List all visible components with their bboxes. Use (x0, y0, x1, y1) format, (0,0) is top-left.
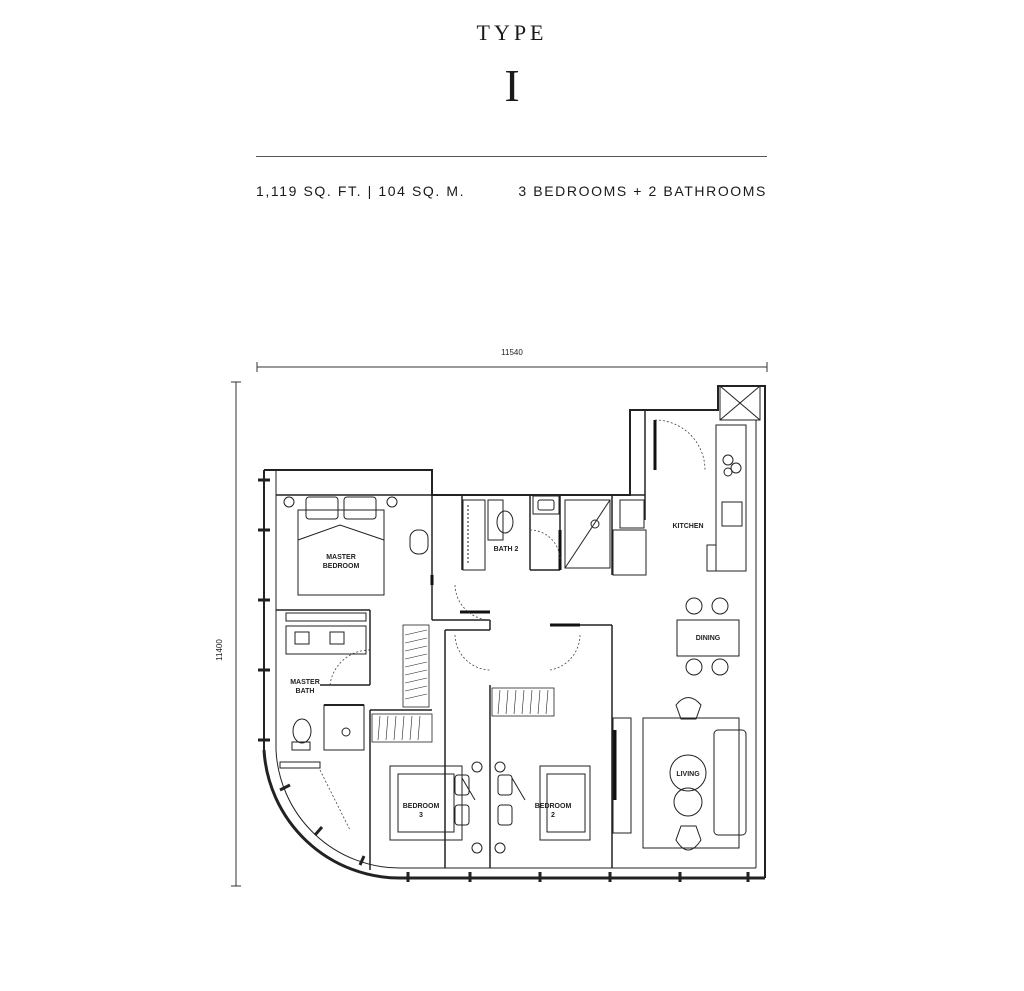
height-dimension: 11400 (215, 639, 224, 661)
bedroom2-label-2: 2 (551, 812, 555, 819)
type-letter: I (504, 60, 520, 111)
area-spec: 1,119 SQ. FT. | 104 SQ. M. (256, 183, 466, 199)
bath2-fixtures (487, 495, 611, 569)
type-label: TYPE (476, 20, 548, 45)
living-set (612, 697, 747, 851)
dimension-lines (231, 362, 768, 887)
interior-walls (276, 410, 646, 870)
wardrobes (371, 624, 555, 743)
master-bath-label-1: MASTER (290, 679, 320, 686)
thick-wall-stubs (430, 420, 657, 800)
bedroom-furniture (389, 761, 591, 854)
exterior-walls (258, 385, 766, 882)
master-bath-label-2: BATH (296, 688, 315, 695)
master-bedroom-label-2: BEDROOM (323, 563, 360, 570)
bedroom3-label-1: BEDROOM (403, 803, 440, 810)
bath2-label: BATH 2 (494, 546, 519, 553)
door-swings (319, 419, 706, 831)
floor-plan: 11540 11400 (215, 348, 768, 887)
kitchen-label: KITCHEN (672, 523, 703, 530)
living-label: LIVING (676, 771, 700, 778)
kitchen-fixtures (612, 385, 761, 576)
width-dimension: 11540 (501, 348, 523, 357)
rooms-spec: 3 BEDROOMS + 2 BATHROOMS (518, 183, 767, 199)
bedroom2-label-1: BEDROOM (535, 803, 572, 810)
dining-set (676, 597, 740, 676)
master-bedroom-furniture (283, 496, 486, 596)
master-bedroom-label-1: MASTER (326, 554, 356, 561)
bedroom3-label-2: 3 (419, 812, 423, 819)
dining-label: DINING (696, 635, 721, 642)
divider (256, 156, 767, 157)
master-bath-fixtures (279, 612, 367, 769)
